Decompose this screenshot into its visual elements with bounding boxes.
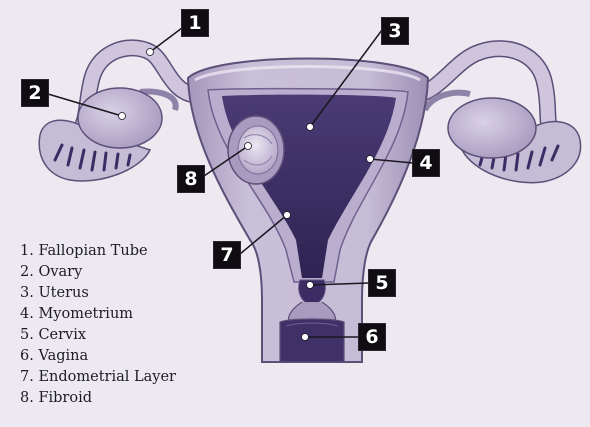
legend-item-fibroid: 8. Fibroid — [20, 388, 176, 409]
fibroid — [228, 116, 284, 184]
legend-item-uterus: 3. Uterus — [20, 283, 176, 304]
callout-2: 2 — [22, 80, 48, 106]
callout-3: 3 — [382, 18, 408, 44]
ovary-left — [78, 88, 176, 148]
legend-item-endometrial-layer: 7. Endometrial Layer — [20, 367, 176, 388]
legend-item-ovary: 2. Ovary — [20, 262, 176, 283]
callout-7: 7 — [214, 242, 240, 268]
callout-1: 1 — [182, 10, 208, 36]
callout-6: 6 — [359, 324, 385, 350]
ovary-right — [425, 93, 536, 158]
legend-item-myometrium: 4. Myometrium — [20, 304, 176, 325]
legend-item-cervix: 5. Cervix — [20, 325, 176, 346]
callout-5: 5 — [369, 270, 395, 296]
callout-8: 8 — [178, 166, 204, 192]
callout-4: 4 — [413, 150, 439, 176]
legend-item-fallopian-tube: 1. Fallopian Tube — [20, 241, 176, 262]
legend-item-vagina: 6. Vagina — [20, 346, 176, 367]
legend: 1. Fallopian Tube 2. Ovary 3. Uterus 4. … — [20, 241, 176, 409]
